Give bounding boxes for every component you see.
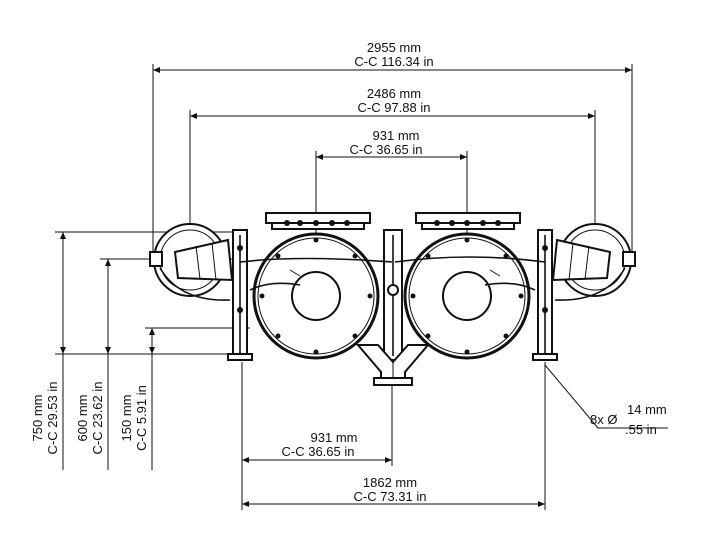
dim-2955-mm: 2955 mm (367, 40, 421, 55)
right-drum (403, 232, 531, 360)
left-drum (252, 232, 380, 360)
dim-931-top-mm: 931 mm (373, 128, 420, 143)
dimension-labels: 2955 mm C-C 116.34 in 2486 mm C-C 97.88 … (30, 40, 667, 504)
dim-2486-mm: 2486 mm (367, 86, 421, 101)
dim-600-in: C-C 23.62 in (90, 382, 105, 455)
left-frame (227, 229, 253, 361)
holes-in: .55 in (625, 422, 657, 437)
dim-750-in: C-C 29.53 in (45, 382, 60, 455)
foot-bolts (237, 245, 548, 313)
holes-count: 8x Ø (590, 412, 617, 427)
left-top-flange (265, 212, 371, 230)
dim-2955-in: C-C 116.34 in (354, 54, 433, 69)
bottom-hopper (355, 344, 431, 386)
dim-150-in: C-C 5.91 in (134, 385, 149, 451)
center-frame (383, 229, 403, 361)
left-motor (149, 223, 234, 301)
right-motor (551, 223, 636, 301)
right-frame (532, 229, 558, 361)
dim-931-bottom-mm: 931 mm (311, 430, 358, 445)
right-top-flange (415, 212, 521, 230)
dim-750-mm: 750 mm (30, 395, 45, 442)
dim-150-mm: 150 mm (119, 395, 134, 442)
dim-931-top-in: C-C 36.65 in (350, 142, 423, 157)
dim-600-mm: 600 mm (75, 395, 90, 442)
piping (239, 256, 546, 291)
dim-1862-in: C-C 73.31 in (354, 489, 427, 504)
dim-931-bottom-in: C-C 36.65 in (282, 444, 355, 459)
holes-mm: 14 mm (627, 402, 667, 417)
dim-2486-in: C-C 97.88 in (358, 100, 431, 115)
dim-1862-mm: 1862 mm (363, 475, 417, 490)
machine-outline (149, 212, 636, 386)
